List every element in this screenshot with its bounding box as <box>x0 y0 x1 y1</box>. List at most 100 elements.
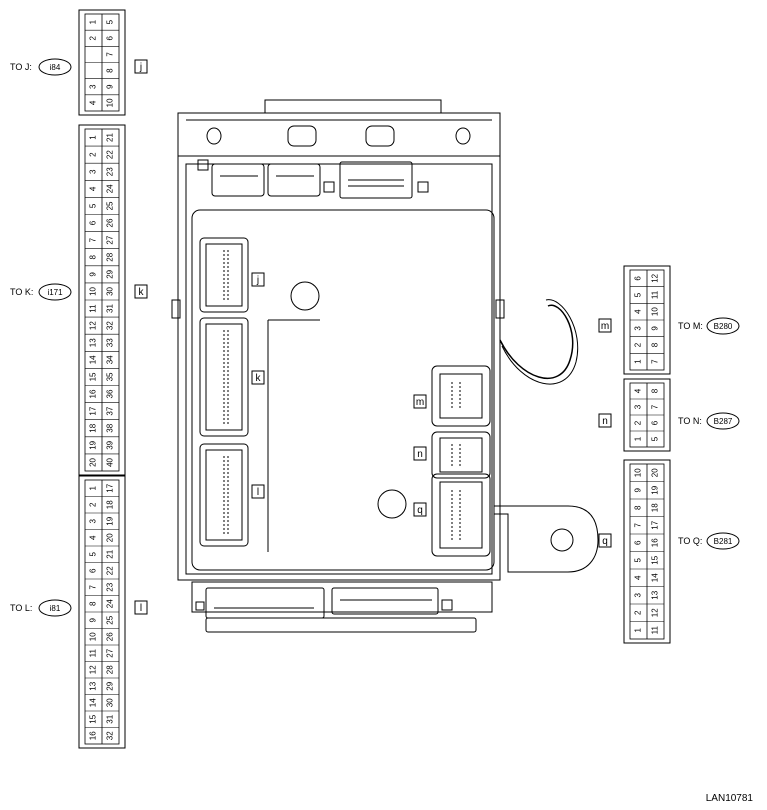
table-frame <box>78 9 126 116</box>
pin-number: 30 <box>106 698 115 707</box>
pin-number: 1 <box>634 627 643 632</box>
pin-number: 7 <box>89 237 98 242</box>
to-label: TO J: <box>10 62 32 72</box>
pin-number: 23 <box>106 167 115 176</box>
pin-number: 10 <box>89 286 98 295</box>
pin-number: 10 <box>651 307 660 316</box>
to-label: TO K: <box>10 287 33 297</box>
unit-marker-m: m <box>413 394 427 409</box>
pin-number: 29 <box>106 269 115 278</box>
connector-badge: B287 <box>714 417 733 426</box>
pin-number: 12 <box>89 321 98 330</box>
pin-number: 7 <box>89 584 98 589</box>
pin-number: 28 <box>106 252 115 261</box>
pin-number: 1 <box>89 135 98 140</box>
unit-marker-letter: j <box>256 275 259 286</box>
pin-number: 9 <box>89 272 98 277</box>
pin-number: 4 <box>634 388 643 393</box>
connector-letter: k <box>139 287 145 298</box>
pin-number: 25 <box>106 615 115 624</box>
pin-number: 26 <box>106 218 115 227</box>
pin-number: 19 <box>106 516 115 525</box>
unit-marker-box <box>251 484 265 499</box>
pin-number: 31 <box>106 304 115 313</box>
pin-number: 8 <box>651 388 660 393</box>
pin-number: 7 <box>634 522 643 527</box>
unit-marker-q: q <box>413 502 427 517</box>
pin-number: 17 <box>89 406 98 415</box>
table-frame <box>623 265 671 375</box>
unit-marker-letter: n <box>417 449 423 460</box>
pin-number: 11 <box>89 304 98 313</box>
connector-badge: B281 <box>714 537 733 546</box>
footer-code: LAN10781 <box>705 793 753 804</box>
pin-number: 4 <box>634 309 643 314</box>
connector-letter: q <box>602 536 608 547</box>
pin-number: 40 <box>106 457 115 466</box>
pin-number: 33 <box>106 338 115 347</box>
pin-number: 3 <box>634 404 643 409</box>
letter-box <box>598 533 612 548</box>
pin-number: 28 <box>106 665 115 674</box>
pin-number: 11 <box>651 290 660 299</box>
pin-number: 6 <box>89 568 98 573</box>
pin-number: 2 <box>89 35 98 40</box>
pin-number: 16 <box>89 731 98 740</box>
to-label: TO N: <box>678 416 702 426</box>
pin-number: 34 <box>106 355 115 364</box>
pin-number: 15 <box>89 714 98 723</box>
pin-number: 15 <box>651 555 660 564</box>
connector-letter: m <box>601 321 609 332</box>
pin-number: 10 <box>89 632 98 641</box>
pin-number: 6 <box>89 220 98 225</box>
pin-number: 39 <box>106 440 115 449</box>
pin-number: 4 <box>89 100 98 105</box>
pin-number: 13 <box>89 338 98 347</box>
connector-letter: j <box>139 62 142 73</box>
table-frame <box>623 459 671 644</box>
letter-box <box>134 59 148 74</box>
pin-number: 10 <box>634 468 643 477</box>
connector-label-j: TO J: i84 j <box>10 58 148 76</box>
unit-marker-l: l <box>251 484 265 499</box>
pin-number: 8 <box>634 505 643 510</box>
connector-letter: n <box>602 416 608 427</box>
pin-number: 6 <box>634 540 643 545</box>
pin-number: 10 <box>106 98 115 107</box>
pin-number: 1 <box>634 359 643 364</box>
pin-number: 8 <box>89 254 98 259</box>
pin-number: 4 <box>634 575 643 580</box>
pin-number: 3 <box>89 169 98 174</box>
badge-outline <box>706 412 740 430</box>
pin-number: 6 <box>106 35 115 40</box>
pin-number: 5 <box>634 292 643 297</box>
connector-badge: i84 <box>50 63 61 72</box>
pin-number: 8 <box>89 601 98 606</box>
connector-badge: i171 <box>47 288 63 297</box>
pin-number: 38 <box>106 423 115 432</box>
connector-letter: l <box>140 603 142 614</box>
unit-marker-box <box>413 446 427 461</box>
unit-marker-n: n <box>413 446 427 461</box>
pin-number: 9 <box>634 487 643 492</box>
pin-number: 8 <box>651 342 660 347</box>
pin-number: 6 <box>651 420 660 425</box>
pin-number: 7 <box>651 359 660 364</box>
pin-number: 31 <box>106 714 115 723</box>
pin-number: 14 <box>89 355 98 364</box>
pin-number: 5 <box>89 551 98 556</box>
pin-number: 18 <box>89 423 98 432</box>
pin-number: 19 <box>651 485 660 494</box>
unit-marker-box <box>251 272 265 287</box>
connector-badge: i81 <box>50 604 61 613</box>
pin-number: 2 <box>89 152 98 157</box>
unit-marker-j: j <box>251 272 265 287</box>
pin-number: 16 <box>89 389 98 398</box>
to-label: TO L: <box>10 603 32 613</box>
